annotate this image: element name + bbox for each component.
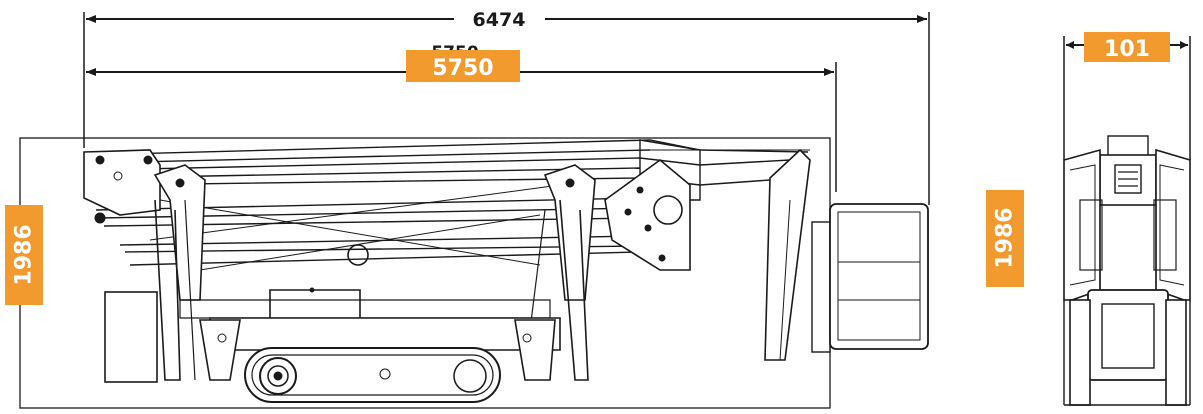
- work-basket: [811, 203, 929, 353]
- boom-length-badge: [406, 50, 520, 82]
- front-width-label: 101: [1104, 37, 1150, 62]
- dimension-front-width: 101: [1063, 32, 1191, 160]
- dimension-side-height: 1986: [5, 137, 831, 409]
- dimension-front-height: 1986: [986, 190, 1024, 287]
- front-height-label: 1986: [993, 207, 1018, 268]
- front-height-badge: [986, 190, 1024, 287]
- crawler-track: [244, 347, 501, 403]
- front-width-badge: [1084, 32, 1170, 62]
- side-height-label: 1986: [12, 224, 37, 285]
- dimension-boom-length: 5750 5750: [86, 43, 837, 192]
- overall-length-label: 6474: [473, 9, 526, 31]
- boom-length-label: 5750: [432, 56, 493, 81]
- side-height-badge: [5, 205, 43, 305]
- dimension-overall-length: 6474: [83, 9, 930, 205]
- side-view-machine: [83, 139, 929, 403]
- front-view-machine: [1063, 135, 1191, 406]
